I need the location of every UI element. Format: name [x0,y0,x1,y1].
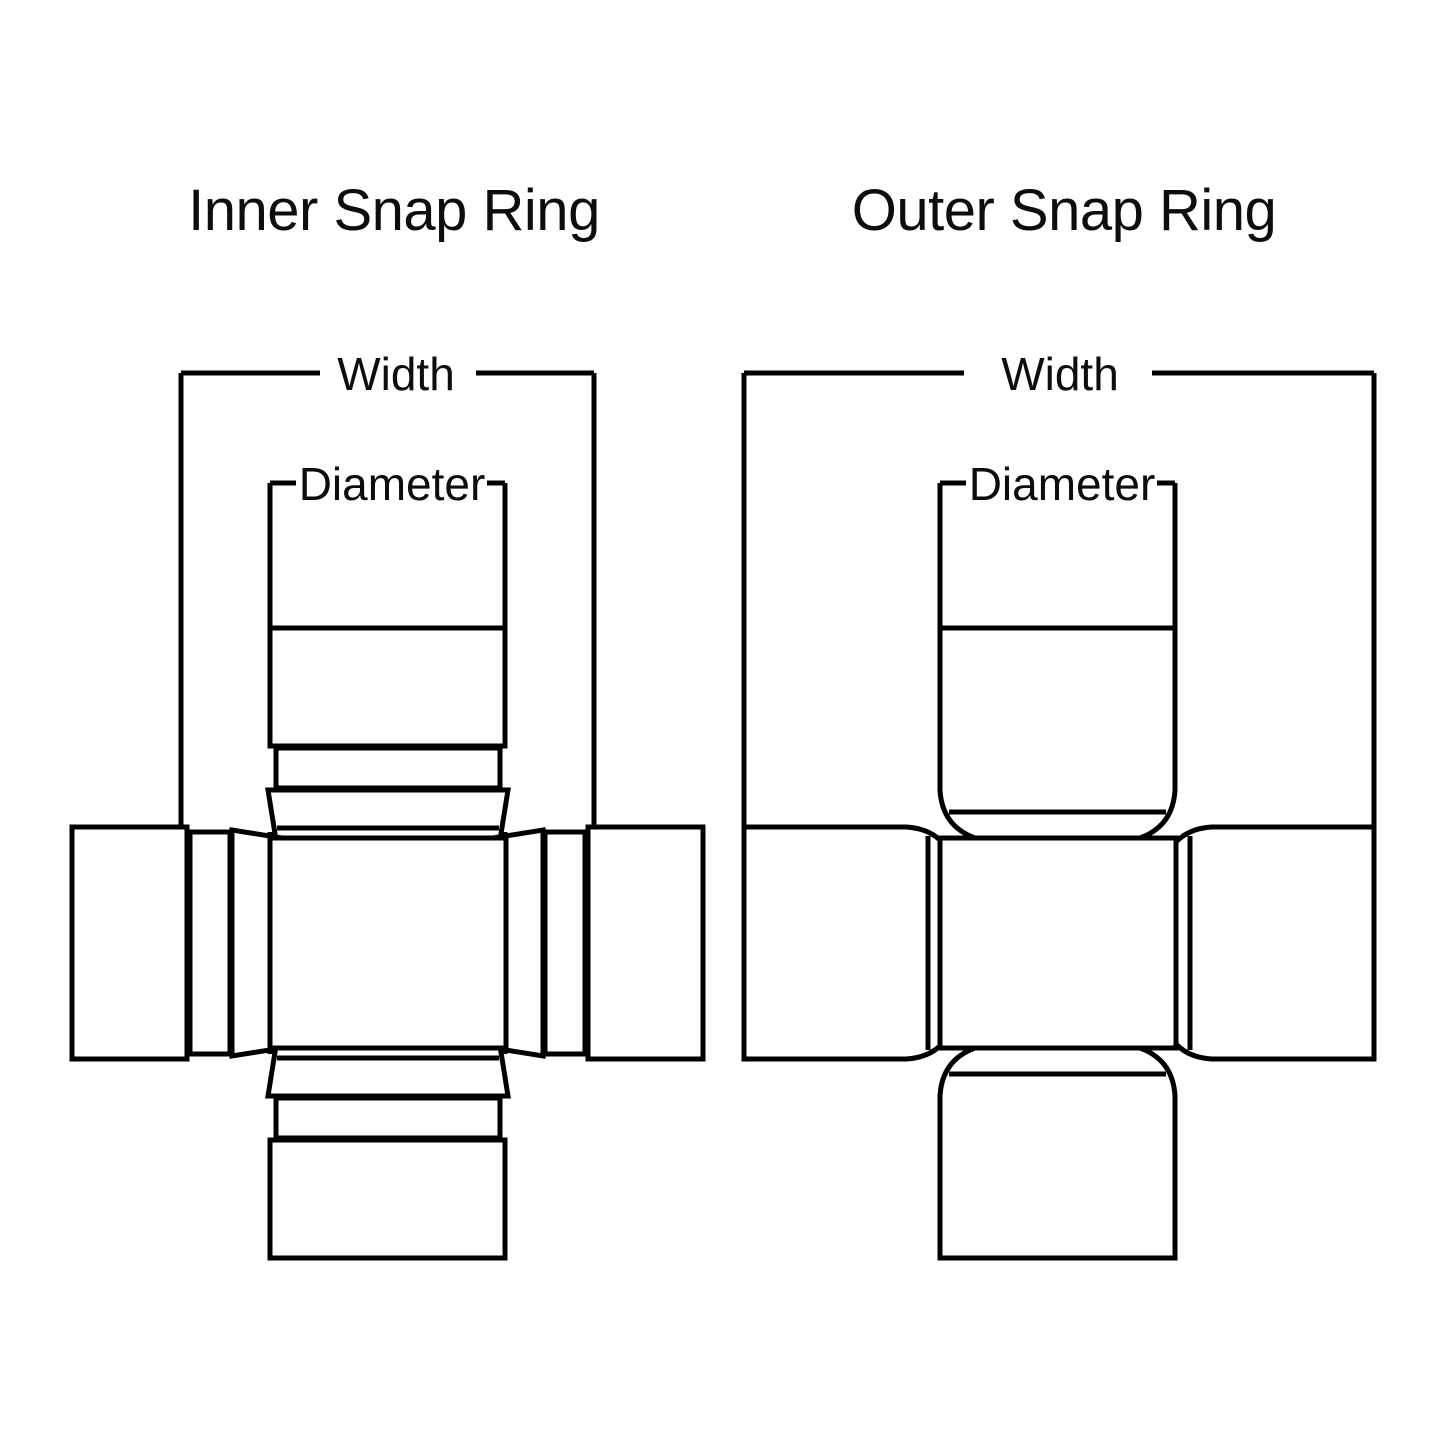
top-cap-band-inner [273,745,503,791]
bottom-cap-body-outer [937,1045,1178,1261]
top-cap-body-outer [937,625,1178,841]
left-bearing-cap-inner [69,824,301,1062]
right-bearing-cap-outer [1161,824,1377,1062]
left-bearing-cap-outer [741,824,957,1062]
right-cap-body-inner [585,824,706,1062]
bottom-bearing-cap-inner [265,1027,511,1261]
width-dimension-inner: Width [178,348,597,828]
bottom-cap-band-inner [273,1095,503,1141]
top-bearing-cap-inner [265,625,511,859]
right-cap-body-outer [1161,824,1377,1062]
center-spider-body-outer [937,835,1179,1051]
diameter-dimension-inner: Diameter [267,458,508,628]
panel-inner-snap-ring: Inner Snap Ring Width Diameter [69,178,706,1261]
diameter-label-outer: Diameter [969,458,1156,510]
width-dimension-outer: Width [741,348,1377,828]
right-cap-band-inner [542,829,588,1057]
panel-title-outer: Outer Snap Ring [852,178,1277,243]
center-spider-body-inner [267,835,509,1051]
top-bearing-cap-outer [937,625,1178,841]
left-cap-body-inner [69,824,190,1062]
width-label-outer: Width [1001,348,1119,400]
right-bearing-cap-inner [474,824,706,1062]
panel-outer-snap-ring: Outer Snap Ring Width Diameter [741,178,1377,1261]
diameter-label-inner: Diameter [299,458,486,510]
width-label-inner: Width [337,348,455,400]
left-cap-body-outer [741,824,957,1062]
panel-title-inner: Inner Snap Ring [188,178,600,243]
diameter-dimension-outer: Diameter [937,458,1178,628]
bottom-cap-body-inner [267,1137,508,1261]
left-cap-band-inner [187,829,233,1057]
top-cap-body-inner [267,625,508,749]
bottom-bearing-cap-outer [937,1045,1178,1261]
